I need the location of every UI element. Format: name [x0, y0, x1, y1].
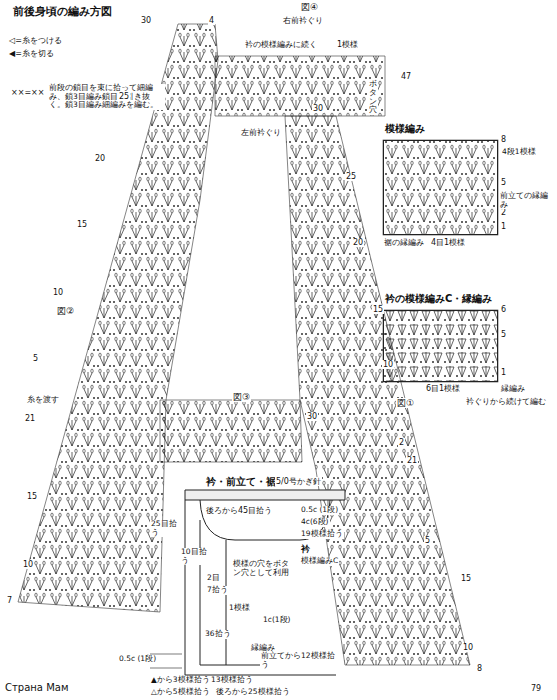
chart-label: 36拾う [204, 630, 232, 639]
chart-label: 5/0号かぎ針 [275, 477, 322, 486]
chart-label: 0.5c (1段) [118, 655, 157, 664]
chart-label: 20 [352, 238, 364, 247]
legend-text: ◁=糸をつける [8, 36, 63, 45]
chart-label: 20 [94, 154, 106, 163]
chart-label: 後ろから45目拾う [205, 506, 273, 515]
legend-text: ◀=糸を切る [8, 49, 55, 58]
chart-label: 図④ [300, 2, 319, 12]
chart-label: 30 [306, 412, 318, 421]
chart-label: 前段の鎖目を束に拾って細編み、鎖3目編み鎖目に引き抜く。鎖3目編み細編みを編む。 [48, 84, 165, 110]
chart-label: 79 [530, 684, 542, 693]
chart-label: 21 [24, 414, 36, 423]
chart-label: 2目 [206, 574, 221, 583]
chart-label: 衿ぐりから続けて編む [465, 398, 553, 407]
chart-label: 4目1模様 [430, 238, 466, 247]
chart-label: 0.5c (1段) [300, 506, 339, 515]
chart-label: 15 [76, 220, 88, 229]
swatch-box: 模様編み [383, 140, 498, 235]
chart-label: 10 [22, 560, 34, 569]
chart-label: 5 [32, 354, 39, 363]
chart-label: 10 [462, 643, 474, 652]
chart-label: 前立てから12模様拾う [260, 652, 337, 669]
chart-label: 10 [52, 288, 64, 297]
chart-label: 1模様 [228, 604, 251, 613]
chart-label: 8 [500, 135, 507, 144]
chart-label: 10目拾う [180, 548, 212, 565]
chart-label: 衿 [300, 544, 311, 554]
chart-label: Страна Мам [4, 682, 69, 694]
chart-label: 5 [500, 330, 507, 339]
chart-label: 後ろから25模様拾う [215, 688, 291, 697]
chart-label: 25 [118, 92, 130, 101]
chart-label: 左前衿ぐり [240, 128, 282, 137]
chart-label: 1c(1段) [262, 616, 292, 625]
chart-label: 15 [372, 305, 384, 314]
chart-label: 縁編み [500, 384, 526, 393]
chart-label: ボタン穴 [368, 80, 378, 115]
chart-label: 4c(6段) [300, 518, 330, 527]
chart-label: 前立ての縁編み [499, 192, 553, 209]
chart-label: 25目拾う [150, 520, 180, 537]
chart-label: 図① [396, 398, 415, 408]
chart-label: 13模様拾う [210, 676, 254, 685]
chart-label: 4 [208, 16, 215, 25]
chart-label: 模様の穴をボタン穴として利用 [232, 560, 296, 577]
chart-label: 6 [500, 305, 507, 314]
chart-label: 15 [460, 574, 472, 583]
chart-label: 4段1模様 [501, 148, 553, 157]
chart-label: 2 [500, 208, 507, 217]
chart-title: 前後身頃の編み方図 [12, 6, 113, 19]
chart-label: 1 [500, 222, 507, 231]
chart-label: 47 [400, 72, 412, 81]
chart-label: 7 [6, 596, 13, 605]
chart-label: 6目1模様 [425, 384, 461, 393]
chart-label: 糸を渡す [26, 396, 60, 405]
chart-label: 10 [382, 360, 394, 369]
chart-label: 図③ [232, 392, 251, 402]
chart-label: 1 [500, 368, 507, 377]
chart-label: 2 [398, 438, 405, 447]
chart-label: ▲から3模様拾う [150, 676, 211, 685]
chart-label: 19模様拾う [300, 530, 344, 539]
chart-label: 右前衿ぐり [282, 16, 324, 25]
chart-label: 30 [140, 16, 152, 25]
chart-label: 模様編みC [300, 557, 339, 566]
chart-label: 衿・前立て・裾 [205, 476, 277, 488]
chart-label: 15 [26, 492, 38, 501]
chart-label: 1模様 [336, 40, 359, 49]
swatch-title: 模様編み [384, 123, 426, 135]
chart-label: 7拾う [206, 586, 229, 595]
chart-label: 8 [476, 664, 483, 673]
swatch-title: 衿の模様編みC・縁編み [384, 293, 493, 305]
chart-label: 5 [424, 536, 431, 545]
chart-label: 30 [312, 104, 324, 113]
chart-label: 25 [345, 172, 357, 181]
chart-label: △から5模様拾う [150, 688, 211, 697]
swatch-box: 衿の模様編みC・縁編み [383, 310, 498, 382]
chart-label: 衿の模様編みに続く [244, 40, 318, 49]
chart-label: ××=×× [10, 88, 46, 97]
chart-label: 5 [500, 178, 507, 187]
chart-label: 裾の縁編み [383, 238, 425, 247]
chart-label: 21 [406, 456, 418, 465]
chart-label: 図② [56, 306, 75, 316]
